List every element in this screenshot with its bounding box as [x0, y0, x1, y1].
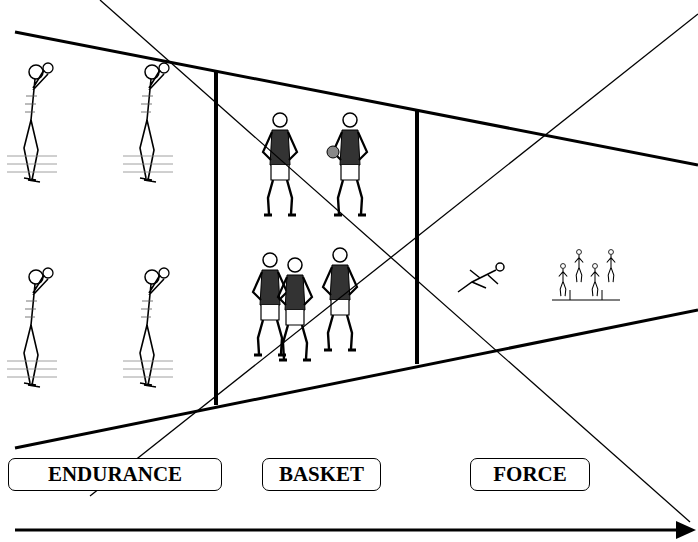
player-figure: [7, 268, 57, 387]
progress-arrow: [15, 529, 680, 532]
player-figure: [323, 248, 357, 350]
player-figure: [123, 268, 173, 387]
ground: [552, 290, 620, 300]
player-figure: [263, 113, 297, 215]
cross-line: [100, 0, 690, 522]
player-figure: [7, 63, 57, 182]
player-figure: [123, 63, 173, 182]
label-box: ENDURANCE: [8, 458, 222, 491]
arrow-head: [676, 521, 696, 539]
cross-line: [90, 14, 698, 496]
player-figure: [333, 113, 367, 215]
player-figure: [253, 253, 287, 355]
label-box: BASKET: [262, 458, 381, 491]
jumper-figure: [559, 264, 567, 297]
label-box: FORCE: [470, 458, 590, 491]
section-label: BASKET: [279, 464, 364, 485]
jumper-figure: [575, 250, 583, 283]
ball: [327, 146, 339, 158]
sprinter-figure: [458, 263, 504, 292]
section-label: ENDURANCE: [48, 464, 182, 485]
jumper-figure: [607, 250, 615, 283]
section-label: FORCE: [493, 464, 567, 485]
divider: [214, 72, 218, 405]
funnel-bottom: [15, 310, 698, 448]
player-figure: [278, 258, 312, 360]
jumper-figure: [591, 264, 599, 297]
